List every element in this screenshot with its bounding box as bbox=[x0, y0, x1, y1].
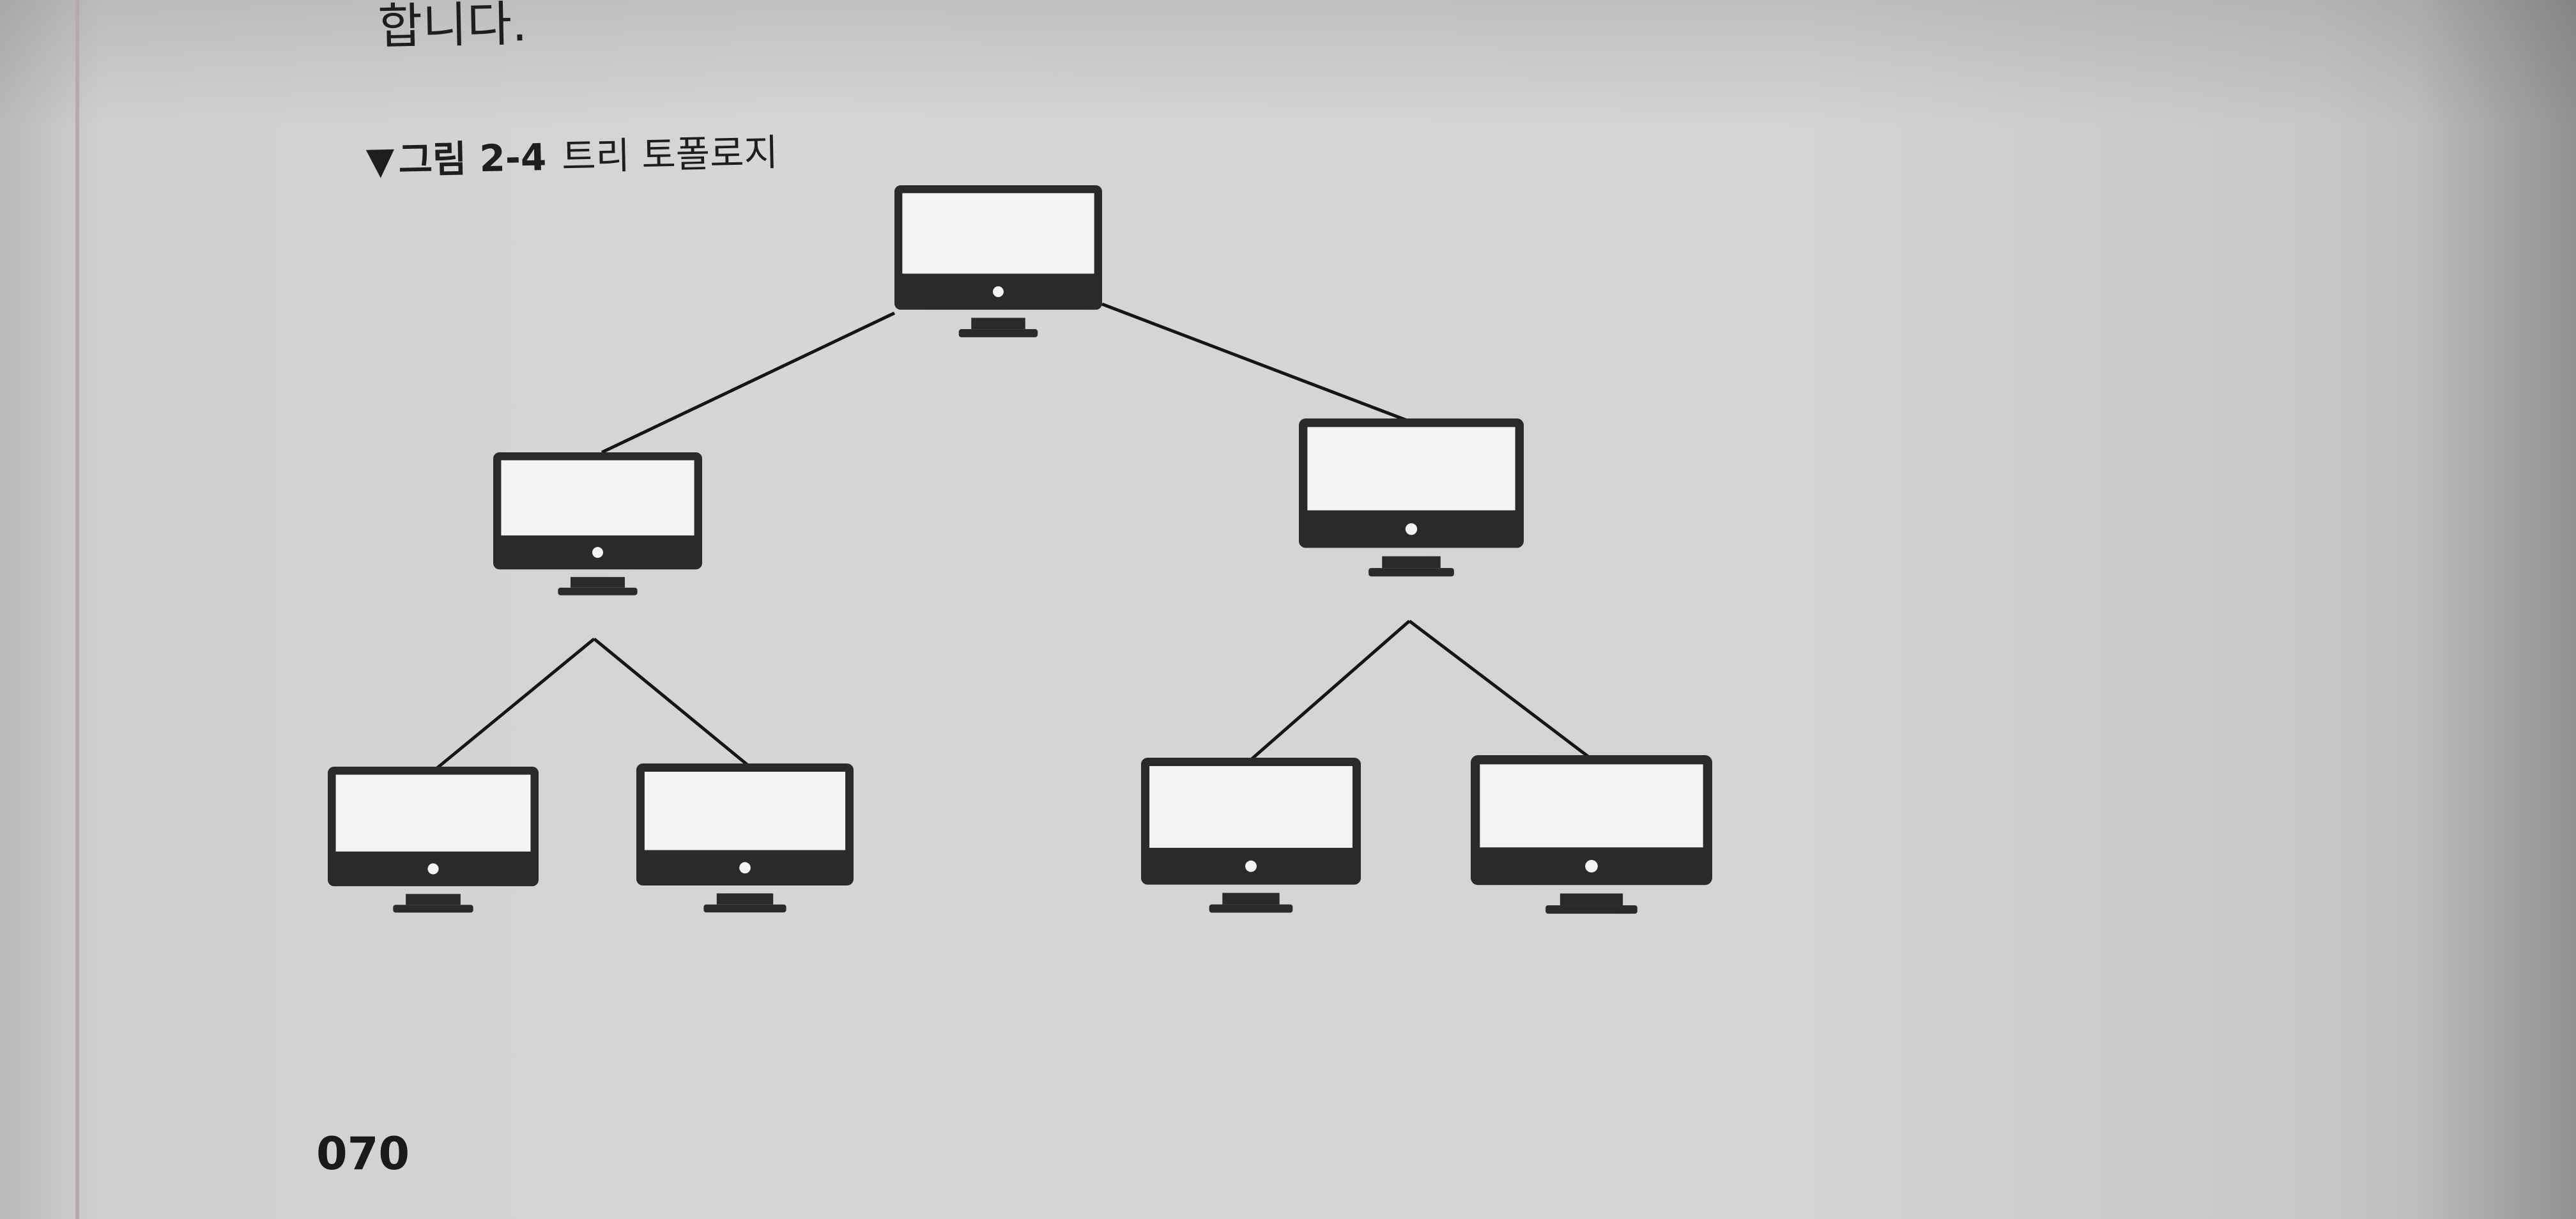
diagram-edges bbox=[435, 302, 1590, 770]
connection-line bbox=[593, 638, 749, 767]
page-shadow bbox=[2415, 0, 2576, 1219]
connection-line bbox=[435, 638, 595, 770]
connection-line bbox=[601, 311, 896, 454]
connection-line bbox=[1250, 620, 1411, 761]
computer-monitor-icon bbox=[1471, 755, 1712, 914]
computer-monitor-icon bbox=[328, 767, 539, 913]
computer-monitor-icon bbox=[636, 763, 854, 913]
page-edge bbox=[75, 0, 79, 1219]
connection-line bbox=[1101, 302, 1409, 423]
computer-monitor-icon bbox=[894, 185, 1102, 337]
page-shade bbox=[0, 0, 2576, 128]
connection-line bbox=[1408, 620, 1590, 758]
diagram-nodes bbox=[328, 185, 1712, 914]
computer-monitor-icon bbox=[1299, 418, 1524, 577]
page-number: 070 bbox=[316, 1128, 410, 1180]
computer-monitor-icon bbox=[1141, 758, 1361, 913]
computer-monitor-icon bbox=[493, 452, 702, 595]
